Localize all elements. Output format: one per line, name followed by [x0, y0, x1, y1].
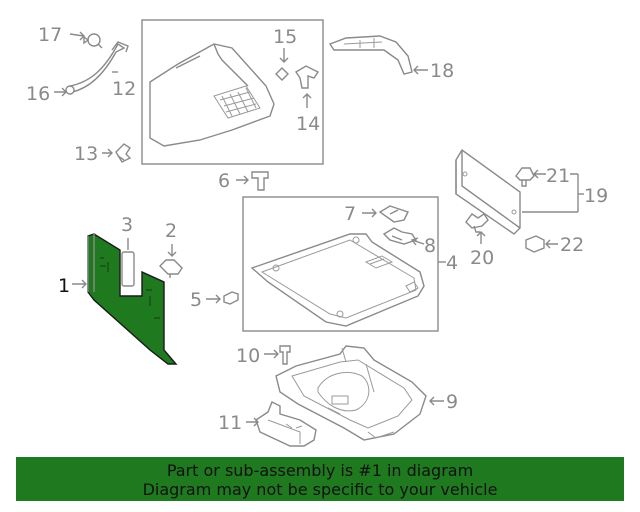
callout-7: 7 [344, 203, 356, 225]
callout-20: 20 [470, 247, 494, 269]
part-18-rail-trim[interactable] [328, 35, 413, 75]
bracket-19 [522, 173, 579, 213]
part-2-clip[interactable] [159, 259, 183, 278]
arrow-16 [54, 87, 67, 97]
part-19-cover[interactable] [455, 148, 521, 235]
arrow-8 [410, 237, 425, 246]
part-11-bracket[interactable] [255, 401, 317, 447]
arrow-2 [167, 244, 177, 257]
arrow-22 [545, 239, 558, 249]
callout-5: 5 [190, 289, 202, 311]
trim-panel-group-box [141, 19, 324, 165]
callout-16: 16 [26, 83, 50, 105]
callout-4: 4 [446, 252, 458, 274]
callout-11: 11 [218, 412, 242, 434]
callout-13: 13 [74, 143, 98, 165]
part-5-clip[interactable] [223, 291, 239, 305]
callout-2: 2 [165, 220, 177, 242]
banner-line-2: Diagram may not be specific to your vehi… [142, 480, 498, 499]
callout-21: 21 [546, 165, 570, 187]
banner-line-1: Part or sub-assembly is #1 in diagram [166, 461, 474, 480]
part-4-floor-mat[interactable] [250, 233, 425, 327]
callout-22: 22 [560, 234, 584, 256]
arrow-14 [302, 93, 312, 108]
part-9-storage-tray[interactable] [275, 345, 427, 441]
part-1-trim-panel[interactable] [87, 233, 178, 365]
arrow-15 [279, 48, 289, 63]
part-15-clip[interactable] [275, 67, 289, 81]
arrow-10 [264, 349, 279, 359]
callout-18: 18 [430, 60, 454, 82]
callout-1: 1 [58, 275, 70, 297]
callout-14: 14 [296, 113, 320, 135]
part-7-hook[interactable] [378, 205, 409, 223]
arrow-9 [429, 396, 444, 406]
parts-diagram: 17 16 12 13 15 14 18 6 [26, 19, 608, 447]
arrow-7 [362, 208, 377, 218]
arrow-21 [533, 169, 546, 179]
callout-19: 19 [584, 185, 608, 207]
callout-15: 15 [273, 26, 297, 48]
callout-10: 10 [236, 345, 260, 367]
part-21-clip[interactable] [515, 167, 535, 187]
arrow-20 [476, 231, 486, 244]
part-14-hook[interactable] [295, 65, 320, 89]
part-10-fastener[interactable] [279, 345, 291, 365]
part-20-clip[interactable] [465, 213, 489, 233]
callout-8: 8 [424, 235, 436, 257]
arrow-1 [72, 279, 87, 289]
callout-12: 12 [112, 78, 136, 100]
arrow-18 [413, 65, 428, 75]
part-3-pad[interactable] [121, 251, 135, 287]
arrow-11 [246, 417, 259, 427]
part-12-side-trim-panel[interactable] [149, 43, 275, 147]
part-8-hook[interactable] [382, 227, 418, 245]
part-13-clip[interactable] [115, 143, 132, 163]
part-22-clip[interactable] [525, 235, 545, 253]
part-notice-banner: Part or sub-assembly is #1 in diagram Di… [16, 457, 624, 501]
arrow-13 [102, 148, 113, 158]
arrow-17 [69, 31, 85, 41]
part-6-fastener[interactable] [251, 171, 269, 191]
arrow-5 [206, 294, 221, 304]
part-17-clip[interactable] [83, 33, 103, 49]
callout-6: 6 [218, 170, 230, 192]
arrow-6 [236, 175, 249, 185]
floor-mat-group-box [242, 196, 439, 332]
callout-17: 17 [38, 24, 62, 46]
callout-3: 3 [121, 214, 133, 236]
callout-9: 9 [446, 391, 458, 413]
part-16-strap[interactable] [65, 41, 129, 95]
